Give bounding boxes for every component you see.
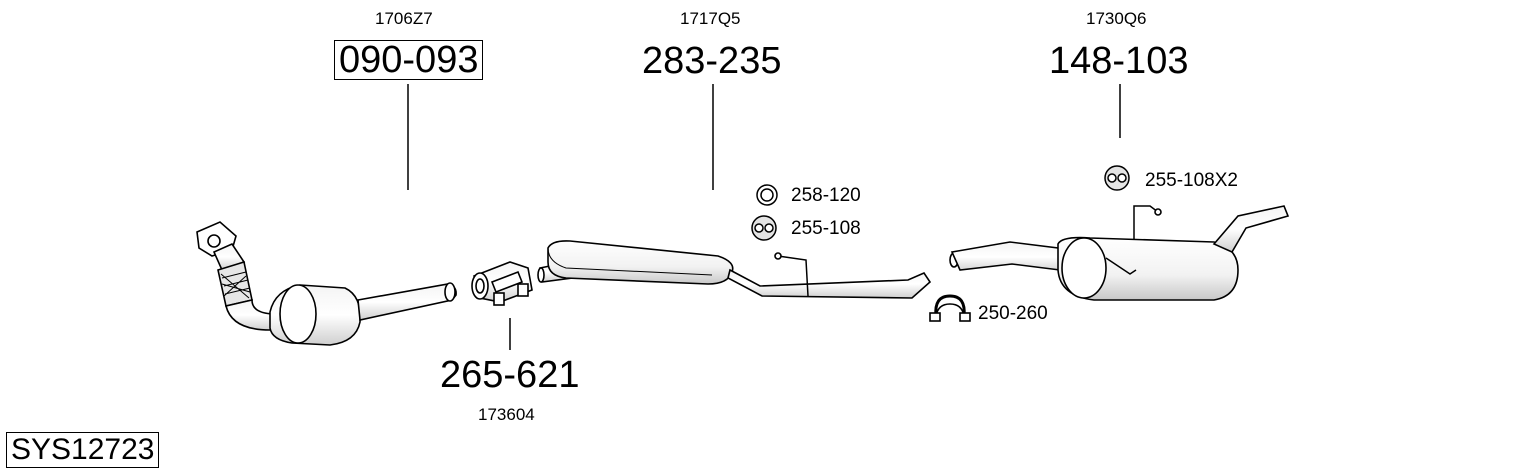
ring-accessory (756, 184, 778, 206)
part-number-283-235[interactable]: 283-235 (642, 40, 782, 82)
part-number-090-093[interactable]: 090-093 (334, 40, 484, 80)
leader-lines (407, 84, 1121, 350)
part-ref-label: 1717Q5 (680, 9, 741, 28)
connector-clamp (471, 261, 533, 306)
accessory-number[interactable]: 255-108 (791, 218, 861, 239)
system-code: SYS12723 (6, 432, 160, 468)
part-number-148-103[interactable]: 148-103 (1049, 40, 1189, 82)
part-ref-label: 173604 (478, 405, 535, 424)
accessory-number[interactable]: 255-108X2 (1145, 170, 1238, 191)
front-pipe-catalyst (196, 221, 457, 346)
rubber-hanger-accessory (751, 215, 777, 241)
pipe-clamp-accessory (929, 294, 971, 322)
middle-silencer (537, 240, 932, 299)
accessory-number[interactable]: 250-260 (978, 303, 1048, 324)
part-ref-label: 1706Z7 (375, 9, 433, 28)
part-ref-label: 1730Q6 (1086, 9, 1147, 28)
accessory-number[interactable]: 258-120 (791, 185, 861, 206)
part-number-265-621[interactable]: 265-621 (440, 354, 580, 396)
rear-silencer (949, 205, 1290, 301)
rubber-hanger-accessory-x2 (1104, 165, 1130, 191)
